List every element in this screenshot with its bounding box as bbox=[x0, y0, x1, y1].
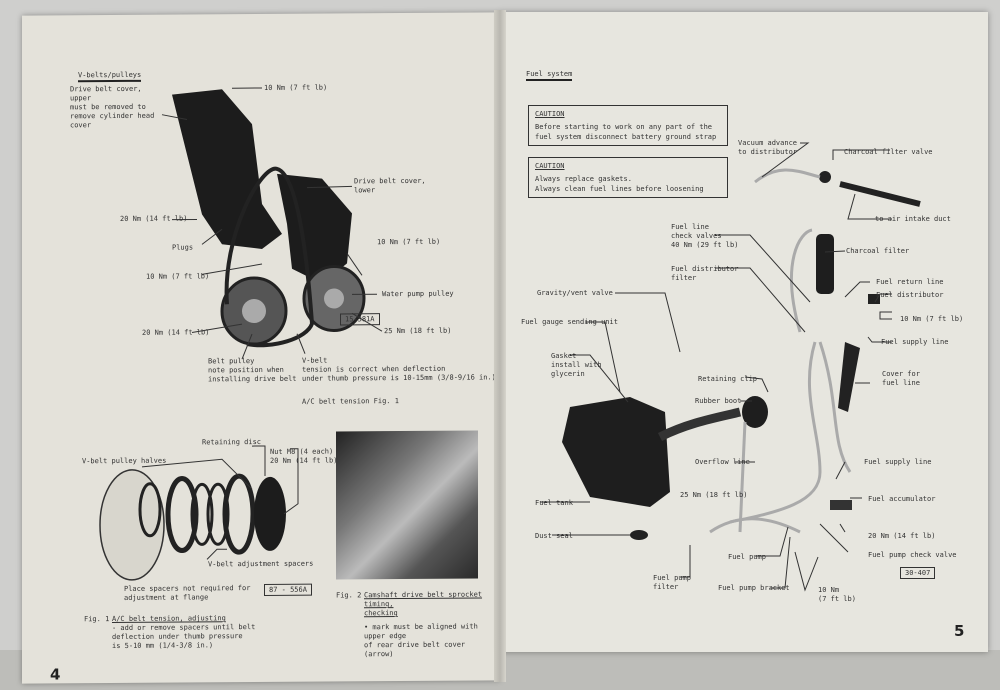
label-check-valves: Fuel line check valves 40 Nm (29 ft lb) bbox=[671, 223, 739, 249]
label-cover-fuel-line: Cover for fuel line bbox=[882, 370, 920, 387]
label-charcoal-filter: Charcoal filter bbox=[846, 247, 910, 255]
label-retaining-clip: Retaining clip bbox=[698, 375, 758, 383]
label-torque-pulley: 20 Nm (14 ft lb) bbox=[142, 328, 210, 337]
caution-title: CAUTION bbox=[535, 162, 565, 170]
belt-diagram-drawing bbox=[99, 87, 383, 581]
figure-caption: A/C belt tension Fig. 1 bbox=[302, 397, 399, 406]
caption-body: • mark must be aligned with upper edge o… bbox=[364, 622, 478, 659]
label-spacers: V-belt adjustment spacers bbox=[208, 559, 314, 569]
label-v-belt: V-belt tension is correct when deflectio… bbox=[302, 356, 496, 383]
camshaft-sprocket-photo bbox=[336, 430, 478, 580]
label-cover-upper: Drive belt cover, upper must be removed … bbox=[70, 84, 155, 130]
label-torque-left: 20 Nm (14 ft lb) bbox=[120, 214, 188, 223]
label-torque-mid: 10 Nm (7 ft lb) bbox=[146, 272, 210, 281]
figure-code: 15-381A bbox=[340, 313, 380, 326]
label-pump-filter: Fuel pump filter bbox=[653, 574, 691, 591]
label-distributor: Fuel distributor bbox=[876, 291, 944, 299]
caution-text: Always replace gaskets. Always clean fue… bbox=[535, 175, 704, 193]
label-charcoal-valve: Charcoal filter valve bbox=[844, 148, 933, 156]
label-gasket: Gasket install with glycerin bbox=[551, 352, 602, 378]
caption-number: Fig. 2 bbox=[336, 591, 362, 600]
figure-code: 30-407 bbox=[900, 567, 936, 579]
label-retaining-disc: Retaining disc bbox=[202, 437, 262, 447]
label-water-pump-pulley: Water pump pulley bbox=[382, 289, 454, 299]
caution-text: Before starting to work on any part of t… bbox=[535, 123, 717, 141]
label-belt-pulley: Belt pulley note position when installin… bbox=[208, 357, 297, 384]
figure-code: 87 - 556A bbox=[264, 583, 312, 596]
label-pulley-halves: V-belt pulley halves bbox=[82, 456, 167, 466]
page-number: 5 bbox=[954, 622, 965, 640]
label-accumulator: Fuel accumulator bbox=[868, 495, 936, 503]
label-air-intake: to air intake duct bbox=[875, 215, 951, 223]
page-number: 4 bbox=[50, 665, 61, 684]
label-torque-top: 10 Nm (7 ft lb) bbox=[264, 83, 328, 92]
label-overflow-line: Overflow line bbox=[695, 458, 750, 466]
label-fuel-pump: Fuel pump bbox=[728, 553, 766, 561]
label-fuel-tank: Fuel tank bbox=[535, 499, 573, 507]
label-torque-distributor: 10 Nm (7 ft lb) bbox=[900, 315, 964, 323]
right-page: Fuel system CAUTION Before starting to w… bbox=[500, 12, 988, 652]
label-distributor-filter: Fuel distributor filter bbox=[671, 265, 739, 282]
section-title: Fuel system bbox=[526, 70, 573, 81]
label-nut: Nut M8 (4 each) 20 Nm (14 ft lb) bbox=[270, 447, 338, 465]
label-torque-bracket: 10 Nm (7 ft lb) bbox=[818, 586, 856, 603]
fuel-system-drawing bbox=[540, 142, 921, 592]
label-place-spacers: Place spacers not required for adjustmen… bbox=[124, 584, 251, 602]
label-rubber-boot: Rubber boot bbox=[695, 397, 742, 405]
label-torque-right: 10 Nm (7 ft lb) bbox=[377, 237, 441, 247]
label-gravity-valve: Gravity/vent valve bbox=[537, 289, 613, 297]
label-vacuum: Vacuum advance to distributor bbox=[738, 139, 798, 156]
label-return-line: Fuel return line bbox=[876, 278, 944, 286]
caution-box-gaskets: CAUTION Always replace gaskets. Always c… bbox=[528, 157, 728, 198]
label-torque-accumulator: 20 Nm (14 ft lb) bbox=[868, 532, 936, 540]
label-sending-unit: Fuel gauge sending unit bbox=[521, 318, 618, 326]
caution-box-battery: CAUTION Before starting to work on any p… bbox=[528, 105, 728, 146]
label-dust-seal: Dust seal bbox=[535, 532, 573, 540]
label-supply-line-top: Fuel supply line bbox=[881, 338, 949, 346]
book-gutter bbox=[494, 10, 506, 682]
caption-title: Camshaft drive belt sprocket timing, che… bbox=[364, 590, 483, 618]
label-pump-check-valve: Fuel pump check valve bbox=[868, 551, 957, 559]
label-supply-line: Fuel supply line bbox=[864, 458, 932, 466]
label-cover-lower: Drive belt cover, lower bbox=[354, 176, 426, 195]
caption-body: - add or remove spacers until belt defle… bbox=[112, 623, 256, 651]
caution-title: CAUTION bbox=[535, 110, 565, 118]
label-torque-tank: 25 Nm (18 ft lb) bbox=[680, 491, 748, 499]
left-page: V-belts/pulleys Drive belt cover, upper … bbox=[22, 12, 500, 684]
label-pump-bracket: Fuel pump bracket bbox=[718, 584, 790, 592]
section-title: V-belts/pulleys bbox=[78, 70, 142, 83]
caption-number: Fig. 1 bbox=[84, 615, 110, 624]
label-torque-water-pump: 25 Nm (18 ft lb) bbox=[384, 326, 452, 336]
label-plugs: Plugs bbox=[172, 243, 194, 252]
